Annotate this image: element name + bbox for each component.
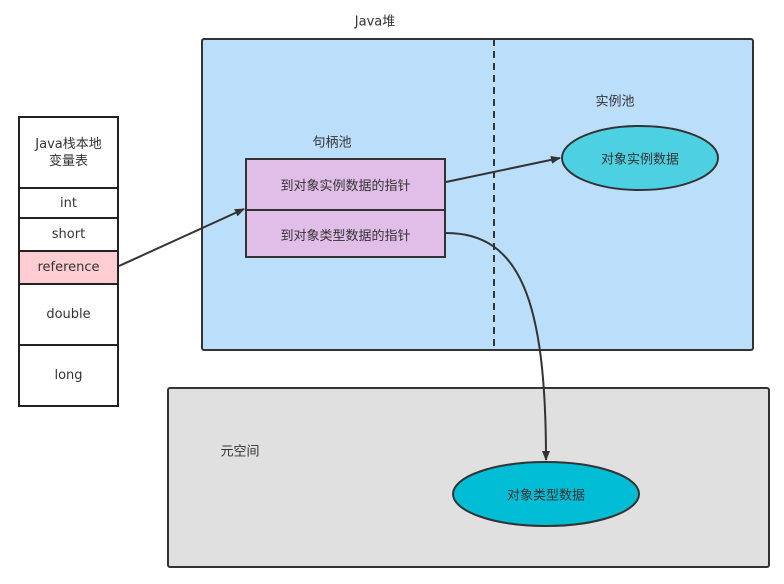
type-data-label: 对象类型数据 — [506, 488, 586, 504]
local-variable-table: Java栈本地变量表 int short reference double lo… — [18, 116, 119, 407]
handle-pool: 到对象实例数据的指针 到对象类型数据的指针 — [245, 158, 446, 258]
stack-row-int: int — [20, 189, 117, 219]
handle-pool-label: 句柄池 — [312, 135, 352, 151]
type-pointer-arrow — [445, 232, 550, 461]
metaspace-region — [167, 387, 770, 568]
stack-row-long: long — [54, 368, 83, 383]
instance-pointer-arrow — [445, 155, 561, 183]
reference-to-handle-arrow — [118, 208, 245, 267]
type-data-ellipse — [452, 461, 640, 527]
instance-data-ellipse — [561, 125, 719, 191]
type-pointer-row: 到对象类型数据的指针 — [247, 209, 444, 258]
stack-row-short: short — [20, 219, 117, 252]
stack-row-reference: reference — [20, 252, 117, 285]
heap-title: Java堆 — [354, 14, 396, 30]
instance-data-label: 对象实例数据 — [600, 152, 680, 168]
stack-title: Java栈本地变量表 — [20, 118, 117, 189]
instance-pool-label: 实例池 — [595, 94, 635, 110]
stack-row-double: double — [20, 285, 117, 346]
metaspace-label: 元空间 — [220, 444, 260, 460]
instance-pointer-row: 到对象实例数据的指针 — [280, 179, 411, 194]
